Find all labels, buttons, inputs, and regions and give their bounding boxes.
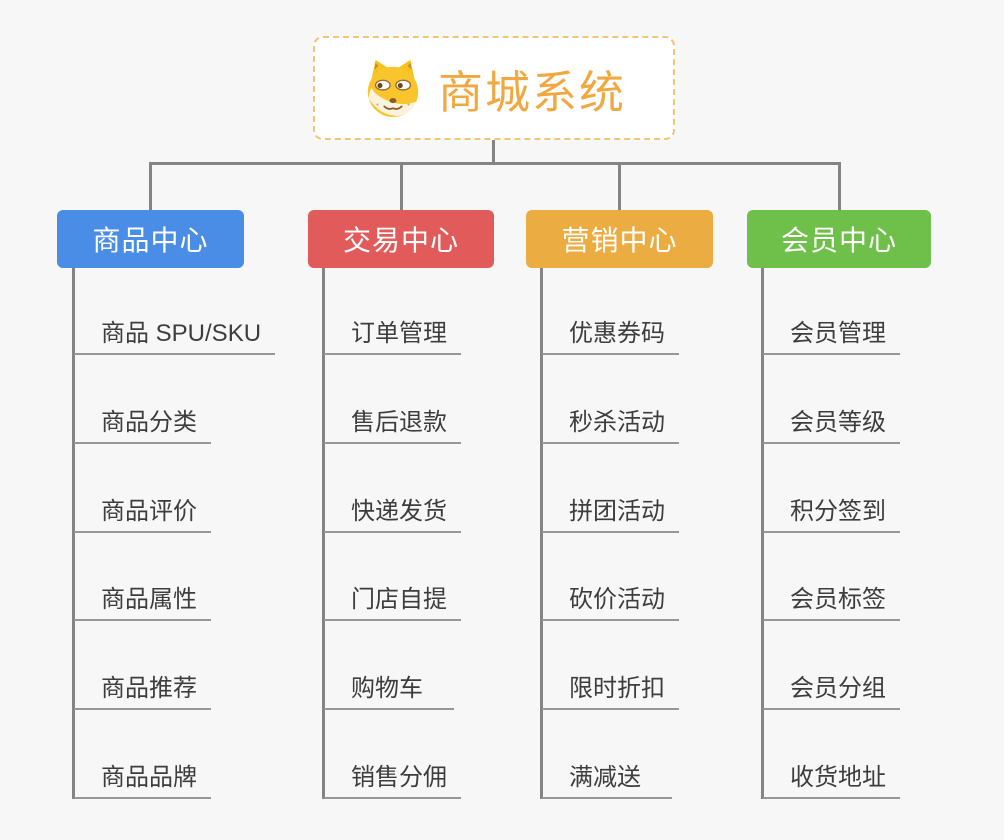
leaf-node-label: 门店自提 — [351, 586, 447, 613]
leaf-node-label: 商品分类 — [101, 409, 197, 436]
leaf-column-marketing: 优惠券码秒杀活动拼团活动砍价活动限时折扣满减送 — [540, 268, 780, 799]
leaf-column-trade: 订单管理售后退款快递发货门店自提购物车销售分佣 — [322, 268, 562, 799]
branch-header-products[interactable]: 商品中心 — [57, 210, 244, 268]
leaf-node-label: 售后退款 — [351, 409, 447, 436]
leaf-node-members-5[interactable]: 会员分组 — [763, 670, 900, 710]
root-node-label: 商城系统 — [437, 66, 626, 118]
leaf-node-trade-4[interactable]: 门店自提 — [324, 581, 461, 621]
leaf-node-products-1[interactable]: 商品 SPU/SKU — [74, 315, 276, 355]
leaf-node-label: 满减送 — [569, 764, 641, 791]
leaf-node-products-6[interactable]: 商品品牌 — [74, 759, 211, 799]
branch-header-label: 会员中心 — [780, 225, 897, 256]
leaf-node-marketing-3[interactable]: 拼团活动 — [542, 493, 679, 533]
leaf-node-members-6[interactable]: 收货地址 — [763, 759, 900, 799]
leaf-node-label: 购物车 — [351, 675, 423, 702]
leaf-node-label: 会员管理 — [790, 320, 886, 347]
leaf-node-label: 订单管理 — [351, 320, 447, 347]
leaf-node-label: 秒杀活动 — [569, 409, 665, 436]
leaf-node-trade-1[interactable]: 订单管理 — [324, 315, 461, 355]
leaf-node-label: 优惠券码 — [569, 320, 665, 347]
leaf-node-label: 商品 SPU/SKU — [101, 320, 262, 347]
leaf-column-products: 商品 SPU/SKU 商品分类商品评价商品属性商品推荐商品品牌 — [72, 268, 312, 799]
leaf-node-members-4[interactable]: 会员标签 — [763, 581, 900, 621]
branch-header-label: 商品中心 — [92, 225, 209, 256]
leaf-node-marketing-4[interactable]: 砍价活动 — [542, 581, 679, 621]
leaf-node-members-2[interactable]: 会员等级 — [763, 404, 900, 444]
connector-root-stem — [492, 140, 495, 165]
branch-header-label: 交易中心 — [342, 225, 459, 256]
leaf-node-marketing-5[interactable]: 限时折扣 — [542, 670, 679, 710]
leaf-node-label: 会员标签 — [790, 586, 886, 613]
leaf-node-marketing-1[interactable]: 优惠券码 — [542, 315, 679, 355]
connector-drop-marketing — [618, 162, 621, 210]
branch-header-marketing[interactable]: 营销中心 — [526, 210, 713, 268]
leaf-node-products-5[interactable]: 商品推荐 — [74, 670, 211, 710]
leaf-column-members: 会员管理会员等级积分签到会员标签会员分组收货地址 — [761, 268, 1001, 799]
leaf-node-label: 商品品牌 — [101, 764, 197, 791]
leaf-node-label: 快递发货 — [351, 498, 447, 525]
leaf-node-trade-2[interactable]: 售后退款 — [324, 404, 461, 444]
leaf-node-label: 商品评价 — [101, 498, 197, 525]
leaf-node-label: 收货地址 — [790, 764, 886, 791]
leaf-node-label: 销售分佣 — [351, 764, 447, 791]
doge-icon — [367, 59, 419, 118]
leaf-node-label: 商品属性 — [101, 586, 197, 613]
leaf-node-label: 砍价活动 — [569, 586, 665, 613]
leaf-node-trade-5[interactable]: 购物车 — [324, 670, 454, 710]
leaf-node-products-4[interactable]: 商品属性 — [74, 581, 211, 621]
leaf-node-label: 拼团活动 — [569, 498, 665, 525]
branch-header-label: 营销中心 — [561, 225, 678, 256]
leaf-node-label: 商品推荐 — [101, 675, 197, 702]
connector-drop-products — [149, 162, 152, 210]
leaf-node-label: 会员等级 — [790, 409, 886, 436]
branch-header-trade[interactable]: 交易中心 — [308, 210, 494, 268]
leaf-node-products-3[interactable]: 商品评价 — [74, 493, 211, 533]
leaf-node-label: 限时折扣 — [569, 675, 665, 702]
leaf-node-marketing-6[interactable]: 满减送 — [542, 759, 672, 799]
connector-rail — [149, 162, 841, 165]
branch-header-members[interactable]: 会员中心 — [747, 210, 931, 268]
root-node-mall-system[interactable]: 商城系统 — [313, 36, 675, 140]
leaf-node-members-1[interactable]: 会员管理 — [763, 315, 900, 355]
leaf-node-label: 积分签到 — [790, 498, 886, 525]
leaf-node-trade-3[interactable]: 快递发货 — [324, 493, 461, 533]
leaf-node-trade-6[interactable]: 销售分佣 — [324, 759, 461, 799]
connector-drop-members — [837, 162, 841, 210]
leaf-node-label: 会员分组 — [790, 675, 886, 702]
leaf-node-products-2[interactable]: 商品分类 — [74, 404, 211, 444]
connector-drop-trade — [399, 162, 403, 210]
leaf-node-marketing-2[interactable]: 秒杀活动 — [542, 404, 679, 444]
leaf-node-members-3[interactable]: 积分签到 — [763, 493, 900, 533]
